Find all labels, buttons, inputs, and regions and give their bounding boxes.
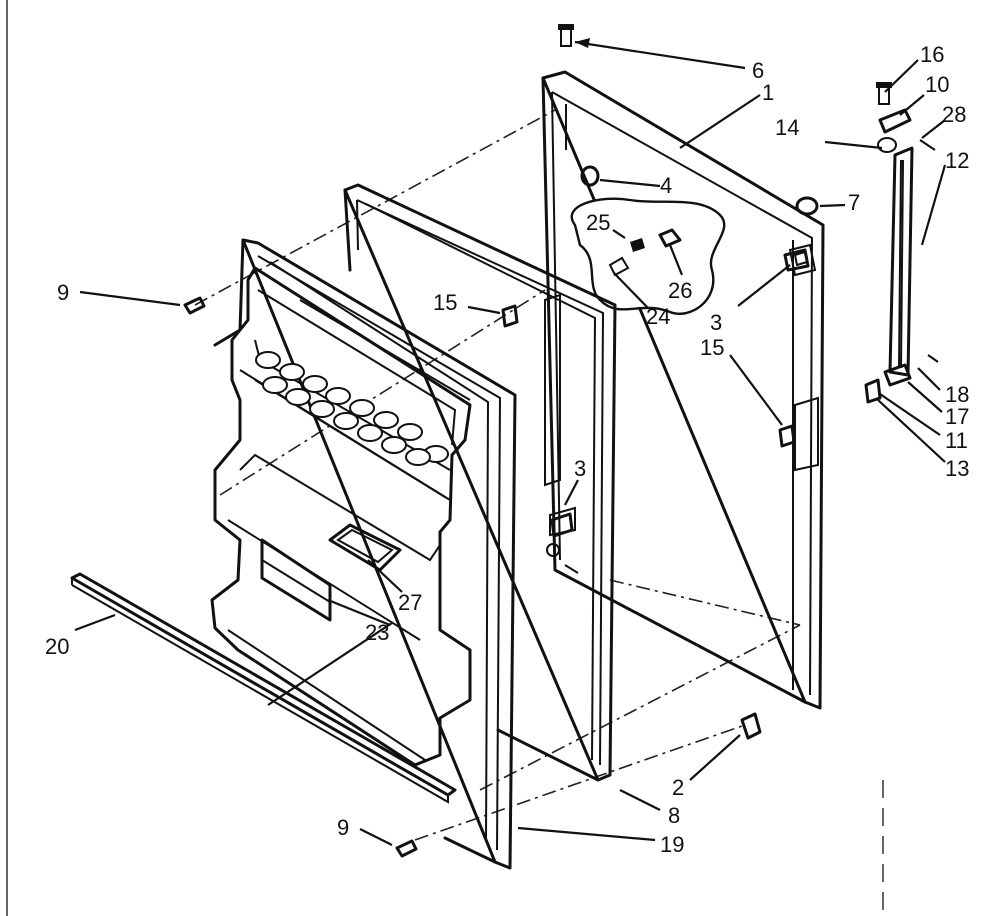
callout-13: 13 — [945, 456, 969, 481]
screw-16 — [876, 82, 892, 105]
callout-26: 26 — [668, 278, 692, 303]
callout-1: 1 — [762, 80, 774, 105]
callout-11: 11 — [945, 428, 968, 453]
door-strap-rod — [888, 146, 914, 377]
cap-7 — [795, 196, 819, 216]
screw-9-top — [183, 296, 206, 315]
liner-compartment — [210, 266, 472, 767]
callout-7: 7 — [848, 190, 860, 215]
block-17 — [883, 363, 912, 387]
screw-9-bottom — [395, 839, 418, 858]
part-25 — [630, 238, 645, 252]
callout-20: 20 — [45, 634, 69, 659]
hardware-parts — [183, 24, 939, 858]
callout-28: 28 — [942, 102, 966, 127]
pin-18 — [927, 354, 939, 363]
part-24 — [608, 256, 630, 277]
panel-cutaway-view — [570, 197, 726, 315]
pin-28 — [919, 139, 936, 151]
callout-4: 4 — [660, 173, 672, 198]
callout-16: 16 — [920, 42, 944, 67]
callout-labels: 6 16 10 1 28 14 12 4 7 25 26 9 15 24 3 1… — [45, 42, 969, 857]
hinge-pin-3-lower — [550, 512, 574, 538]
callout-23: 23 — [365, 620, 389, 645]
callout-6: 6 — [752, 58, 764, 83]
butter-compartment-cover — [328, 523, 402, 572]
hinge-pin-3-upper — [783, 248, 810, 272]
clip-15-left — [501, 304, 519, 328]
washer-11 — [864, 378, 882, 404]
callout-24: 24 — [646, 304, 670, 329]
outer-door-panel — [541, 70, 825, 710]
foot-2 — [740, 712, 762, 740]
scan-margin-marks — [6, 0, 884, 916]
callout-9-bottom: 9 — [337, 815, 349, 840]
callout-12: 12 — [945, 148, 969, 173]
part-26 — [658, 228, 682, 248]
door-shelf — [70, 572, 457, 804]
egg-tray-pockets — [255, 351, 449, 466]
clip-15-right — [778, 424, 796, 448]
callout-15-right: 15 — [700, 335, 724, 360]
screw-6 — [558, 24, 574, 47]
callout-2: 2 — [672, 775, 684, 800]
callout-15-left: 15 — [433, 290, 457, 315]
leader-lines — [74, 38, 947, 846]
plug-4 — [580, 165, 600, 187]
callout-27: 27 — [398, 590, 422, 615]
compartment-flap — [260, 538, 332, 622]
callout-14: 14 — [775, 115, 799, 140]
callout-18: 18 — [945, 382, 969, 407]
callout-8: 8 — [668, 803, 680, 828]
callout-19: 19 — [660, 832, 684, 857]
callout-9-top: 9 — [57, 280, 69, 305]
callout-17: 17 — [945, 404, 969, 429]
callout-25: 25 — [586, 210, 610, 235]
door-gasket-frame — [343, 183, 617, 782]
callout-3-upper: 3 — [710, 310, 722, 335]
bushing-14 — [877, 137, 897, 153]
bracket-10 — [878, 108, 912, 134]
callout-10: 10 — [925, 72, 949, 97]
callout-3-lower: 3 — [574, 456, 586, 481]
